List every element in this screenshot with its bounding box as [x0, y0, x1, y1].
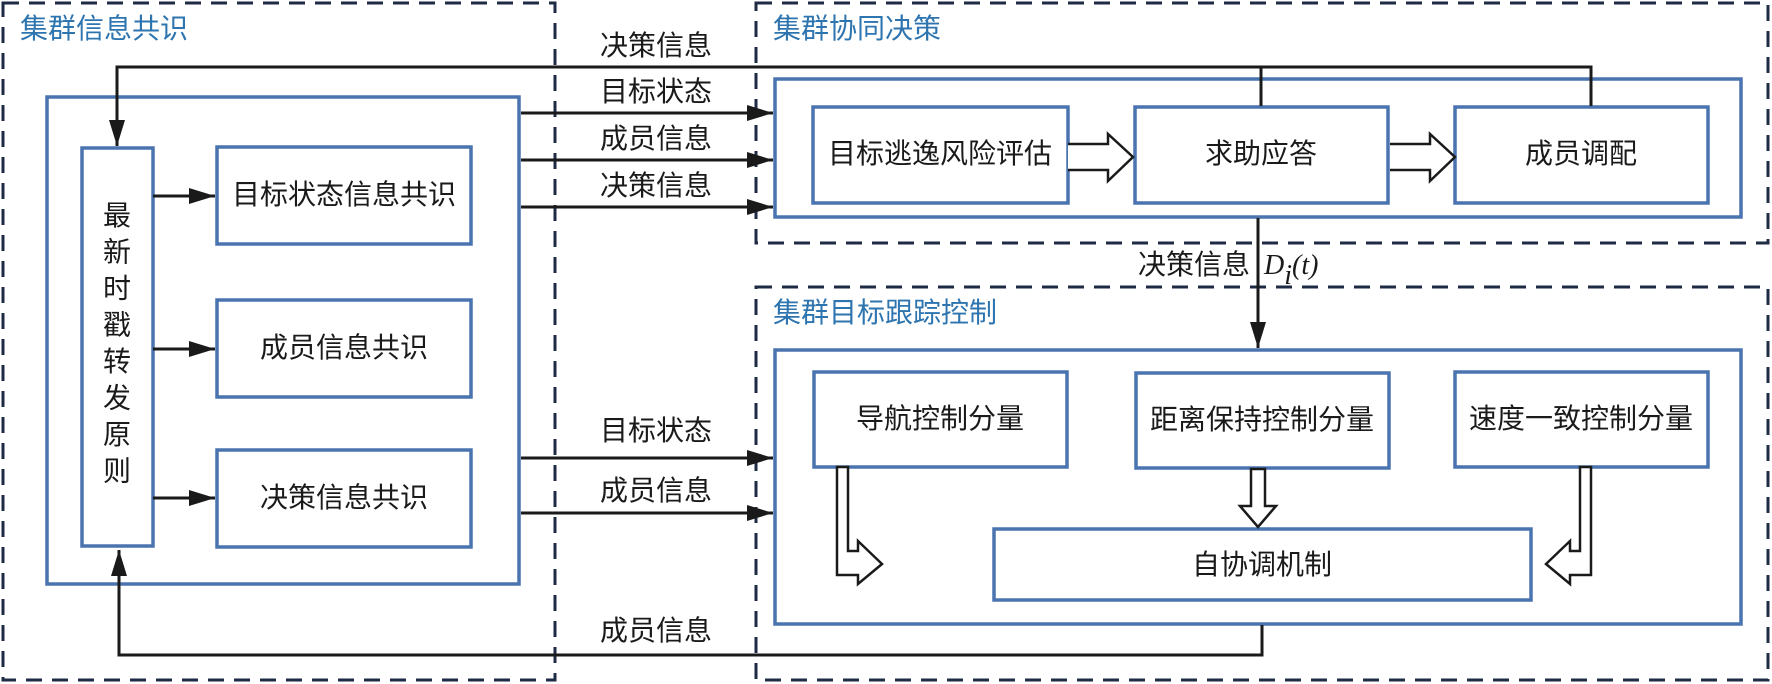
feedback-decision-label: 决策信息	[600, 29, 712, 62]
decision-output-symbol: Di(t)	[1263, 250, 1318, 291]
hollow-arrow-risk-to-help	[1068, 131, 1135, 184]
decision-output-label: 决策信息	[1138, 248, 1250, 281]
target-state-consensus-label: 目标状态信息共识	[232, 178, 456, 211]
hollow-arrow-velocity-to-mechanism	[1544, 465, 1593, 587]
decision-region-title: 集群协同决策	[773, 12, 941, 45]
forwarding-rule-char: 原	[103, 418, 131, 451]
to-decision-label-1: 成员信息	[600, 122, 712, 155]
decision-region-border	[754, 1, 1770, 245]
member-allocation-box[interactable]	[1453, 105, 1710, 205]
to-tracking-label-0: 目标状态	[600, 414, 712, 447]
forwarding-rule-char: 新	[103, 236, 131, 269]
hollow-arrow-navigation-to-mechanism	[835, 465, 884, 587]
to-decision-label-2: 决策信息	[600, 169, 712, 202]
velocity-component-label: 速度一致控制分量	[1469, 402, 1693, 435]
target-state-consensus-box[interactable]	[215, 145, 473, 246]
to-tracking-label-1: 成员信息	[600, 474, 712, 507]
decision-consensus-box[interactable]	[215, 448, 473, 549]
help-response-label: 求助应答	[1205, 137, 1317, 170]
decision-feedback-line	[109, 65, 1593, 146]
forwarding-rule-char: 最	[103, 199, 131, 232]
member-consensus-box[interactable]	[215, 298, 473, 399]
self-coordination-box[interactable]	[992, 527, 1533, 602]
navigation-component-label: 导航控制分量	[856, 402, 1024, 435]
velocity-component-box[interactable]	[1453, 370, 1710, 469]
hollow-arrow-help-to-allocation	[1390, 131, 1457, 184]
help-response-box[interactable]	[1133, 105, 1390, 205]
forwarding-rule-char: 戳	[103, 309, 131, 342]
navigation-component-box[interactable]	[812, 370, 1069, 469]
tracking-region-border	[754, 285, 1770, 682]
feedback-member-label: 成员信息	[600, 614, 712, 647]
forwarding-rule-char: 时	[103, 272, 131, 305]
decision-consensus-label: 决策信息共识	[260, 481, 428, 514]
distance-component-label: 距离保持控制分量	[1150, 403, 1374, 436]
forwarding-rule-box[interactable]	[80, 146, 155, 548]
member-consensus-label: 成员信息共识	[260, 331, 428, 364]
tracking-region-title: 集群目标跟踪控制	[773, 296, 997, 329]
escape-risk-box[interactable]	[811, 105, 1070, 205]
consensus-region-border	[1, 1, 557, 682]
self-coordination-label: 自协调机制	[1192, 548, 1332, 581]
hollow-arrow-distance-to-mechanism	[1237, 467, 1279, 529]
forwarding-rule-char: 则	[103, 455, 131, 488]
to-decision-label-0: 目标状态	[600, 75, 712, 108]
member-allocation-label: 成员调配	[1525, 137, 1637, 170]
forwarding-rule-char: 发	[103, 382, 131, 415]
escape-risk-label: 目标逃逸风险评估	[828, 137, 1052, 170]
consensus-region-title: 集群信息共识	[20, 12, 188, 45]
member-feedback-line	[111, 550, 1264, 657]
forwarding-rule-char: 转	[103, 345, 131, 378]
